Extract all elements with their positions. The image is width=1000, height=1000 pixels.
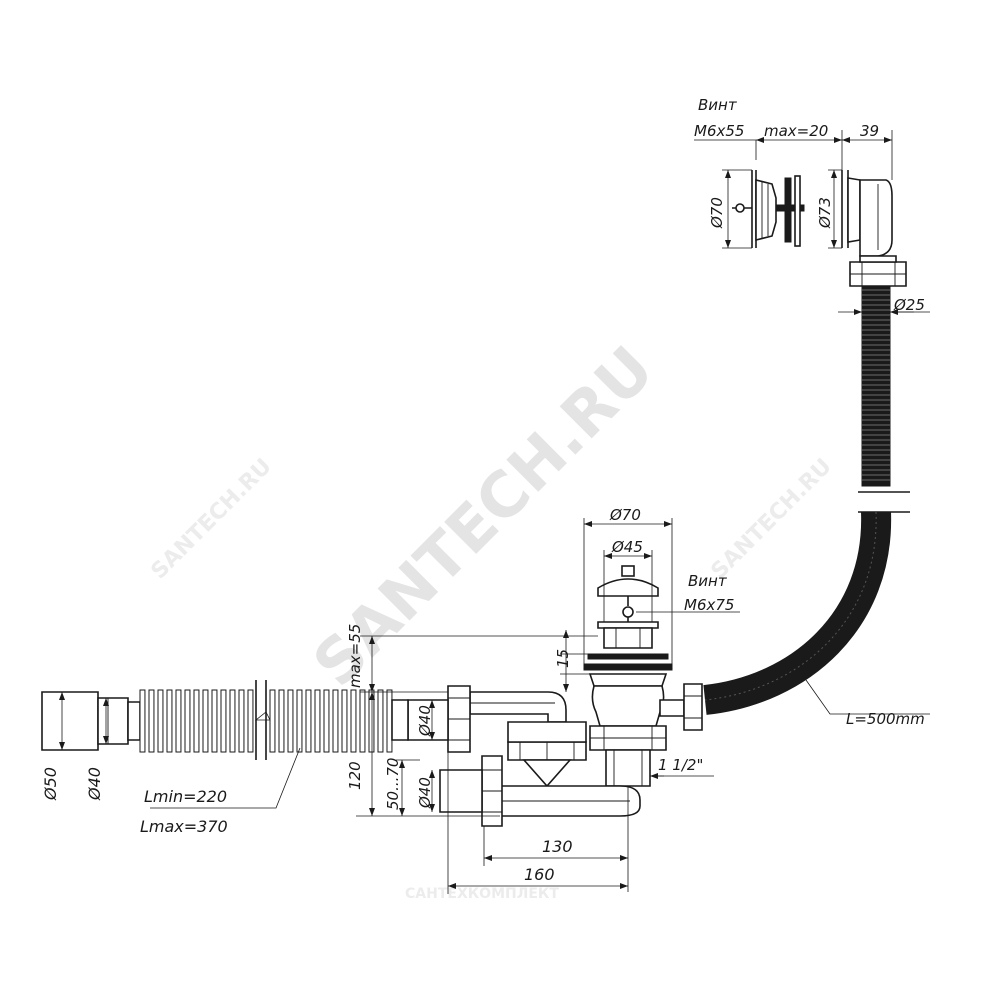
drain-screw-label: Винт [688, 572, 728, 590]
corrugation-rib [229, 689, 236, 753]
drain-height-15: 15 [554, 649, 572, 668]
siphon-dia-40-top: Ø40 [416, 705, 434, 737]
top-width-39: 39 [860, 122, 879, 140]
drain-thread: 1 1/2" [658, 756, 703, 774]
top-dia-70: Ø70 [708, 197, 726, 229]
siphon-width-160: 160 [524, 865, 555, 884]
top-screw-label: Винт [698, 96, 738, 114]
siphon [407, 685, 641, 827]
corrugated-hose [41, 680, 409, 760]
drain-dia-70: Ø70 [609, 506, 641, 524]
drain-dia-45: Ø45 [611, 538, 643, 556]
corrugation-rib [193, 689, 200, 753]
corrugation-rib [157, 689, 164, 753]
corrugation-rib [220, 689, 227, 753]
corrugation-rib [184, 689, 191, 753]
corrugation-rib [323, 689, 330, 753]
watermark-small-left: SANTECH.RU [147, 454, 277, 584]
vertical-hose [858, 285, 910, 513]
corrugation-rib [247, 689, 254, 753]
corrugation-rib [287, 689, 294, 753]
corrugation-rib [332, 689, 339, 753]
corrugated-lmin: Lmin=220 [144, 787, 227, 806]
siphon-height-120: 120 [346, 761, 364, 790]
drain-assembly [583, 565, 703, 787]
corrugation-rib [139, 689, 146, 753]
labels: Винт M6x55 max=20 39 Ø70 Ø73 Ø25 L=500mm… [41, 96, 925, 884]
top-max-label: max=20 [764, 122, 828, 140]
hose-length: L=500mm [846, 710, 925, 728]
curved-hose [703, 511, 892, 715]
corrugated-dia-40: Ø40 [85, 767, 104, 801]
corrugation-rib [148, 689, 155, 753]
dimensions [59, 130, 930, 894]
corrugation-rib [175, 689, 182, 753]
siphon-height-50-70: 50...70 [384, 758, 402, 810]
drain-screw-size: M6x75 [684, 596, 734, 614]
corrugation-rib [314, 689, 321, 753]
corrugation-rib [377, 689, 384, 753]
corrugation-rib [202, 689, 209, 753]
corrugation-rib [350, 689, 357, 753]
top-screw-size: M6x55 [694, 122, 744, 140]
corrugation-rib [269, 689, 276, 753]
corrugation-rib [368, 689, 375, 753]
siphon-width-130: 130 [542, 837, 573, 856]
corrugated-lmax: Lmax=370 [140, 817, 228, 836]
corrugation-rib [278, 689, 285, 753]
corrugation-rib [211, 689, 218, 753]
corrugation-rib [238, 689, 245, 753]
corrugation-rib [359, 689, 366, 753]
corrugation-rib [296, 689, 303, 753]
watermark-small-right: SANTECH.RU [707, 454, 837, 584]
siphon-dia-40-low: Ø40 [416, 777, 434, 809]
top-dia-73: Ø73 [816, 197, 834, 229]
corrugation-rib [341, 689, 348, 753]
overflow-assembly [732, 170, 907, 287]
watermark-brand: САНТЕХКОМПЛЕКТ [405, 886, 559, 902]
corrugation-rib [305, 689, 312, 753]
hose-dia-25: Ø25 [893, 296, 925, 314]
corrugation-rib [166, 689, 173, 753]
siphon-max-55: max=55 [346, 624, 364, 688]
corrugated-dia-50: Ø50 [41, 767, 60, 801]
